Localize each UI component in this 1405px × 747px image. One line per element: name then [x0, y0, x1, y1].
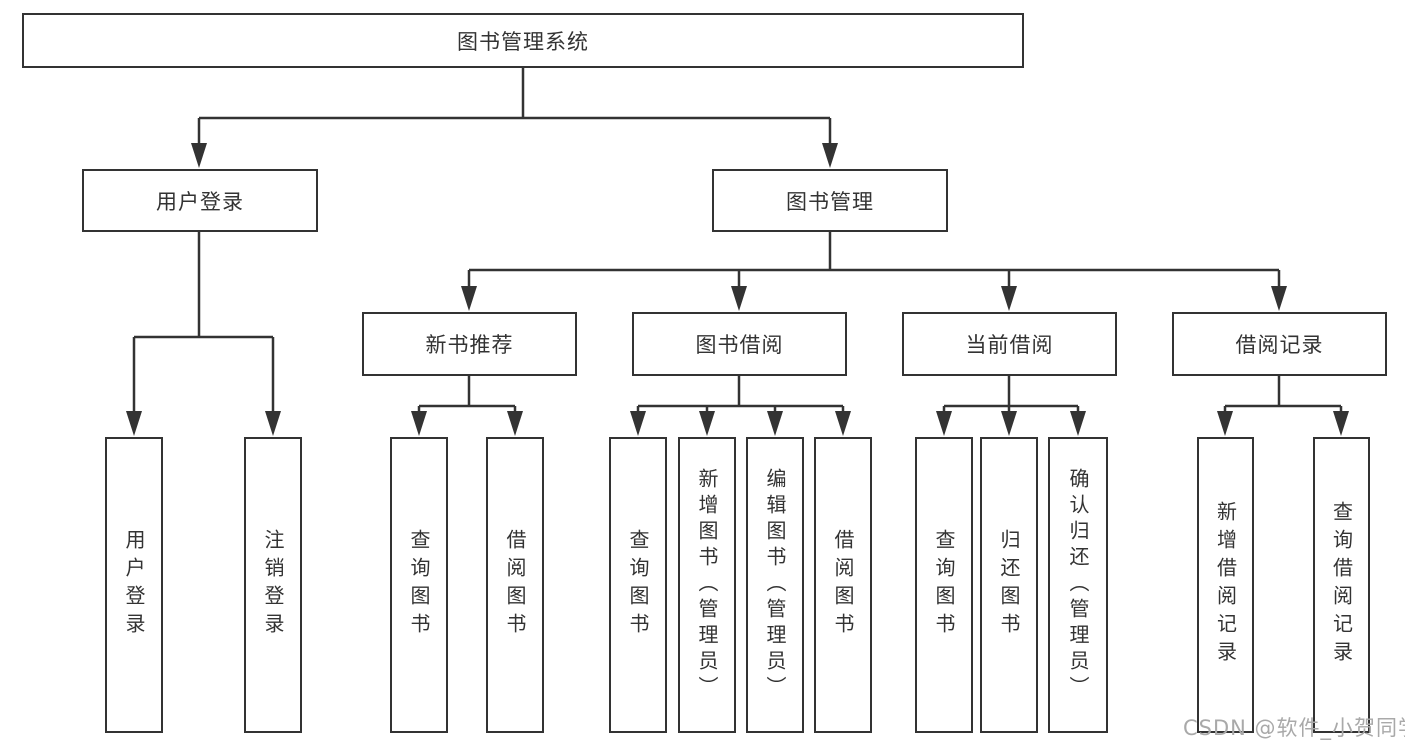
- node-library-management-system: 图书管理系统: [22, 13, 1024, 68]
- csdn-watermark: CSDN @软件_小贺同学: [1183, 716, 1405, 740]
- leaf-return-books: 归还图书: [980, 437, 1038, 733]
- leaf-label: 查询图书: [407, 529, 431, 641]
- node-label: 当前借阅: [965, 333, 1054, 357]
- leaf-label: 借阅图书: [831, 529, 855, 641]
- leaf-label: 查询图书: [626, 529, 650, 641]
- leaf-label: 确认归还（管理员）: [1066, 468, 1090, 702]
- leaf-query-borrow-record: 查询借阅记录: [1313, 437, 1370, 733]
- node-label: 用户登录: [156, 189, 244, 214]
- node-borrowing-records: 借阅记录: [1172, 312, 1387, 376]
- leaf-add-borrow-record: 新增借阅记录: [1197, 437, 1254, 733]
- node-current-borrowing: 当前借阅: [902, 312, 1117, 376]
- leaf-label: 查询借阅记录: [1329, 501, 1354, 669]
- leaf-label: 借阅图书: [503, 529, 527, 641]
- leaf-query-books-recommend: 查询图书: [390, 437, 448, 733]
- node-label: 图书管理系统: [457, 29, 589, 54]
- node-book-borrowing: 图书借阅: [632, 312, 847, 376]
- leaf-label: 查询图书: [932, 529, 956, 641]
- leaf-borrow-books: 借阅图书: [814, 437, 872, 733]
- leaf-label: 注销登录: [261, 529, 285, 641]
- leaf-label: 新增图书（管理员）: [695, 468, 719, 702]
- leaf-logout: 注销登录: [244, 437, 302, 733]
- leaf-label: 新增借阅记录: [1213, 501, 1238, 669]
- leaf-edit-books-admin: 编辑图书（管理员）: [746, 437, 804, 733]
- leaf-borrow-books-recommend: 借阅图书: [486, 437, 544, 733]
- leaf-query-books-current: 查询图书: [915, 437, 973, 733]
- leaf-label: 编辑图书（管理员）: [763, 468, 787, 702]
- node-new-book-recommendation: 新书推荐: [362, 312, 577, 376]
- node-label: 借阅记录: [1235, 333, 1324, 357]
- node-user-login: 用户登录: [82, 169, 318, 232]
- node-book-management: 图书管理: [712, 169, 948, 232]
- leaf-query-books-borrow: 查询图书: [609, 437, 667, 733]
- leaf-user-login: 用户登录: [105, 437, 163, 733]
- leaf-label: 归还图书: [997, 529, 1021, 641]
- node-label: 图书借阅: [695, 333, 784, 357]
- leaf-label: 用户登录: [122, 529, 146, 641]
- node-label: 图书管理: [786, 189, 874, 214]
- node-label: 新书推荐: [425, 333, 514, 357]
- leaf-add-books-admin: 新增图书（管理员）: [678, 437, 736, 733]
- leaf-confirm-return-admin: 确认归还（管理员）: [1048, 437, 1108, 733]
